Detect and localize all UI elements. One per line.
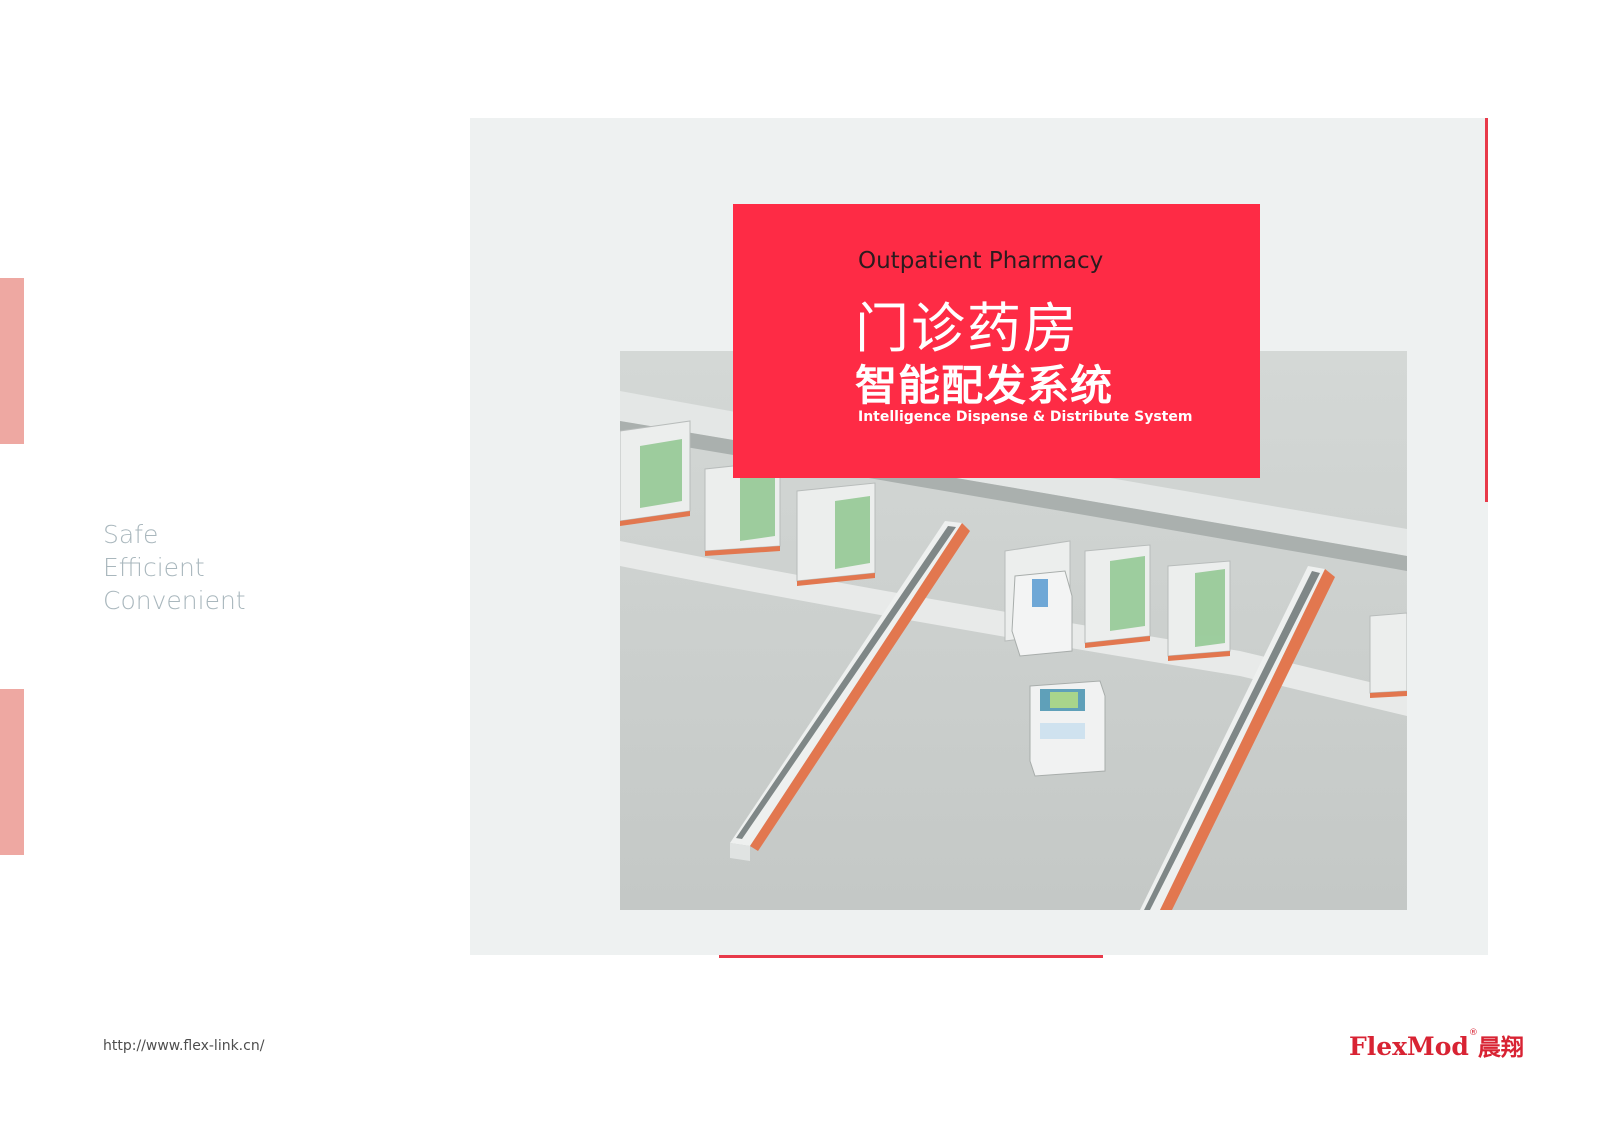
logo-registered-mark: ® xyxy=(1468,1028,1478,1038)
title-english: Outpatient Pharmacy xyxy=(858,248,1104,274)
logo-chinese-text: 晨翔 xyxy=(1477,1035,1524,1061)
website-url: http://www.flex-link.cn/ xyxy=(103,1038,265,1054)
subtitle-english: Intelligence Dispense & Distribute Syste… xyxy=(858,409,1193,425)
accent-line-vertical xyxy=(1485,118,1488,502)
tagline: Safe Efficient Convenient xyxy=(103,518,246,617)
tagline-efficient: Efficient xyxy=(103,553,205,582)
title-chinese-line1: 门诊药房 xyxy=(855,297,1079,360)
side-accent-bar-bottom xyxy=(0,689,24,855)
tagline-safe: Safe xyxy=(103,520,159,549)
flexmod-logo: FlexMod®晨翔 xyxy=(1349,1028,1524,1062)
logo-brand-text: FlexMod xyxy=(1349,1032,1469,1061)
title-box: Outpatient Pharmacy 门诊药房 智能配发系统 Intellig… xyxy=(733,204,1260,478)
accent-line-horizontal xyxy=(719,955,1103,958)
side-accent-bar-top xyxy=(0,278,24,444)
title-chinese-line2: 智能配发系统 xyxy=(855,361,1114,410)
pharmacy-system-rendering xyxy=(620,351,1407,910)
tagline-convenient: Convenient xyxy=(103,586,246,615)
